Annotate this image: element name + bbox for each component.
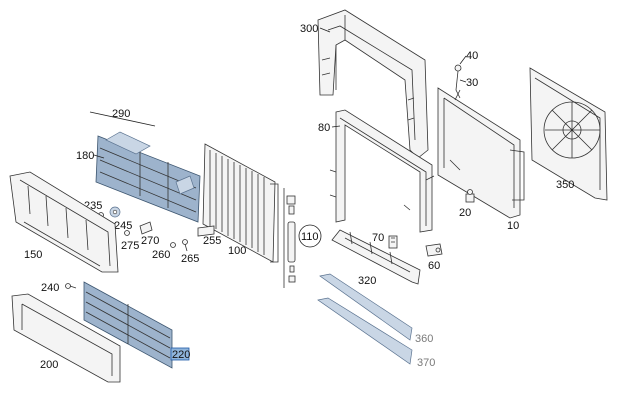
part-270-hose-clip[interactable]: [139, 221, 153, 235]
leader-30: [459, 79, 467, 83]
callout-220[interactable]: 220: [172, 349, 190, 361]
part-70-clip[interactable]: [388, 235, 398, 249]
part-320-air-deflector[interactable]: [331, 229, 421, 285]
part-10-radiator[interactable]: [437, 87, 525, 219]
part-245-nut[interactable]: [109, 206, 121, 218]
part-255-bracket[interactable]: [197, 225, 215, 237]
callout-20[interactable]: 20: [459, 207, 471, 219]
callout-270[interactable]: 270: [141, 235, 159, 247]
callout-220-highlight[interactable]: [170, 347, 190, 361]
part-260-bolt[interactable]: [170, 242, 176, 248]
callout-360[interactable]: 360: [415, 333, 433, 345]
part-40-bolt[interactable]: [454, 64, 462, 99]
callout-110[interactable]: 110: [301, 231, 319, 243]
part-275-clip[interactable]: [124, 230, 130, 236]
callout-60[interactable]: 60: [428, 260, 440, 272]
callout-180[interactable]: 180: [76, 150, 94, 162]
part-150-air-duct[interactable]: [9, 171, 119, 273]
callout-40[interactable]: 40: [466, 50, 478, 62]
leader-80: [331, 125, 341, 128]
callout-350[interactable]: 350: [556, 179, 574, 191]
callout-200[interactable]: 200: [40, 359, 58, 371]
callout-80[interactable]: 80: [318, 122, 330, 134]
callout-255[interactable]: 255: [203, 235, 221, 247]
callout-150[interactable]: 150: [24, 249, 42, 261]
part-300-frame[interactable]: [317, 9, 429, 159]
callout-300[interactable]: 300: [300, 23, 318, 35]
part-360-seal[interactable]: [319, 273, 413, 341]
leader-40: [459, 55, 467, 65]
callout-290[interactable]: 290: [112, 108, 130, 120]
callout-10[interactable]: 10: [507, 220, 519, 232]
part-265-bolt[interactable]: [182, 239, 188, 252]
part-60-bracket[interactable]: [425, 243, 443, 257]
leader-180: [93, 154, 105, 159]
leader-300: [319, 27, 331, 33]
part-180-upper-shutter[interactable]: [95, 131, 201, 223]
callout-245[interactable]: 245: [114, 220, 132, 232]
part-20-sensor[interactable]: [465, 189, 475, 203]
callout-370[interactable]: 370: [417, 357, 435, 369]
callout-70[interactable]: 70: [372, 232, 384, 244]
part-220-lower-shutter[interactable]: [83, 281, 173, 369]
part-80-condenser-frame[interactable]: [329, 109, 435, 233]
callout-100[interactable]: 100: [228, 245, 246, 257]
part-350-fan-shroud[interactable]: [529, 67, 608, 201]
callout-260[interactable]: 260: [152, 249, 170, 261]
callout-275[interactable]: 275: [121, 240, 139, 252]
part-100-condenser[interactable]: [202, 143, 279, 263]
leader-290: [89, 111, 156, 127]
part-110-receiver-dryer[interactable]: [283, 188, 322, 288]
part-240-screw[interactable]: [65, 283, 77, 289]
part-370-seal[interactable]: [317, 297, 413, 365]
part-200-lower-frame[interactable]: [11, 293, 121, 383]
callout-240[interactable]: 240: [41, 282, 59, 294]
callout-265[interactable]: 265: [181, 253, 199, 265]
callout-30[interactable]: 30: [466, 77, 478, 89]
callout-320[interactable]: 320: [358, 275, 376, 287]
